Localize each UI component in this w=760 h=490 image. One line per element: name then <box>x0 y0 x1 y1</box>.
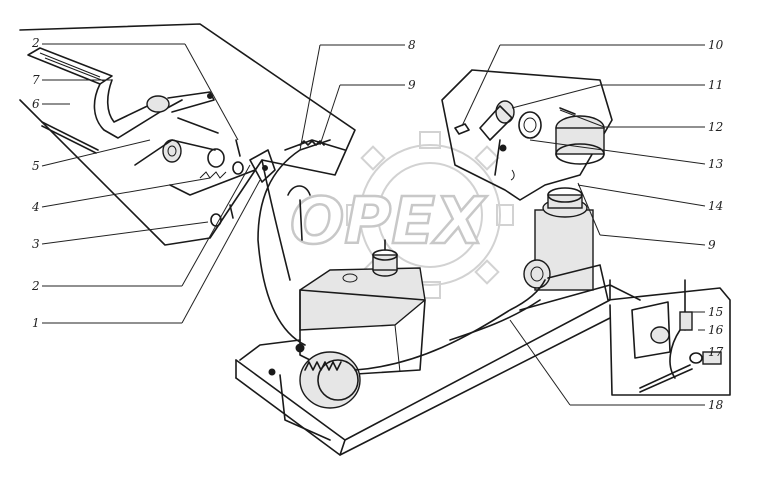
callout-14: 14 <box>708 199 723 213</box>
callout-15: 15 <box>708 305 723 319</box>
watermark: OPEX <box>289 131 514 299</box>
leader-lines <box>41 43 706 406</box>
callout-2-top: 2 <box>31 36 40 50</box>
callout-13: 13 <box>708 157 724 171</box>
callout-12: 12 <box>708 120 723 134</box>
callout-1: 1 <box>32 316 40 330</box>
callout-5: 5 <box>32 159 40 173</box>
callout-2-bottom: 2 <box>31 279 40 293</box>
bracket-inset <box>547 264 731 396</box>
callout-9-bottom: 9 <box>708 238 716 252</box>
callout-9-top: 9 <box>408 78 416 92</box>
callout-11: 11 <box>708 78 723 92</box>
callout-16: 16 <box>708 323 724 337</box>
cylinder-inset <box>441 69 613 201</box>
callout-18: 18 <box>708 398 724 412</box>
callout-4: 4 <box>31 200 40 214</box>
main-assembly <box>235 139 641 456</box>
watermark-text: OPEX <box>290 185 487 259</box>
callout-3: 3 <box>32 237 40 251</box>
callout-8: 8 <box>408 38 416 52</box>
callout-10: 10 <box>708 38 724 52</box>
callout-7: 7 <box>32 73 40 87</box>
callout-labels: 2 7 6 5 4 3 2 1 8 9 10 11 12 13 14 9 15 … <box>31 36 724 412</box>
pedal-inset <box>19 23 356 246</box>
callout-17: 17 <box>708 345 724 359</box>
callout-6: 6 <box>32 97 40 111</box>
